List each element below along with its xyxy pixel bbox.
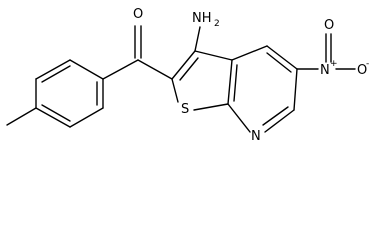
sulfur-label: S (181, 102, 189, 117)
structure-drawing: O NH 2 S N N + O O - (6, 7, 369, 144)
amine-bond (194, 26, 201, 52)
pyridine-c5-c6 (293, 68, 298, 111)
carbonyl-oxygen-label: O (133, 7, 143, 22)
nitro-oxygen-right-label: O (357, 63, 367, 78)
tolyl-double-3 (41, 104, 71, 122)
pyridine-c4-c5-double (266, 52, 292, 73)
amine-subscript-label: 2 (214, 19, 220, 29)
tolyl-bond-3 (69, 59, 104, 80)
pyridine-c6-n7 (264, 109, 295, 133)
pyridine-n7-c7a (227, 103, 251, 133)
molecule-canvas: O NH 2 S N N + O O - (6, 7, 369, 144)
pyridine-c3a-c7a-double (233, 64, 238, 102)
tolyl-bond-2 (35, 59, 71, 80)
tolyl-bond-5 (69, 107, 104, 128)
tolyl-double-1 (41, 65, 71, 83)
thiophene-s-c2 (171, 78, 179, 103)
nitro-oxygen-charge-label: - (366, 59, 369, 69)
thiophene-c2-c3 (171, 50, 196, 80)
methyl-bond (6, 107, 37, 126)
ring-nitrogen-label: N (251, 129, 261, 144)
thiophene-c3-c3a (194, 50, 233, 61)
bonds (6, 25, 356, 133)
thiophene-c2-c3-double (179, 57, 199, 81)
atom-labels: O NH 2 S N N + O O - (133, 7, 369, 144)
nitro-nitrogen-charge-label: + (330, 59, 338, 69)
aryl-carbonyl-bond (102, 59, 139, 80)
carbonyl-thiophene-bond (137, 59, 173, 80)
pyridine-c4-c5 (266, 45, 298, 70)
thiophene-c3a-c7a (227, 59, 233, 105)
nitro-nitrogen-label: N (320, 63, 330, 78)
nitro-oxygen-left-label: O (324, 18, 334, 33)
tolyl-bond-6 (35, 107, 71, 128)
pyridine-c3a-c4 (231, 45, 268, 61)
amine-label: NH (192, 11, 212, 26)
thiophene-c7a-s (193, 103, 229, 111)
pyridine-c6-n7-double (262, 106, 289, 126)
